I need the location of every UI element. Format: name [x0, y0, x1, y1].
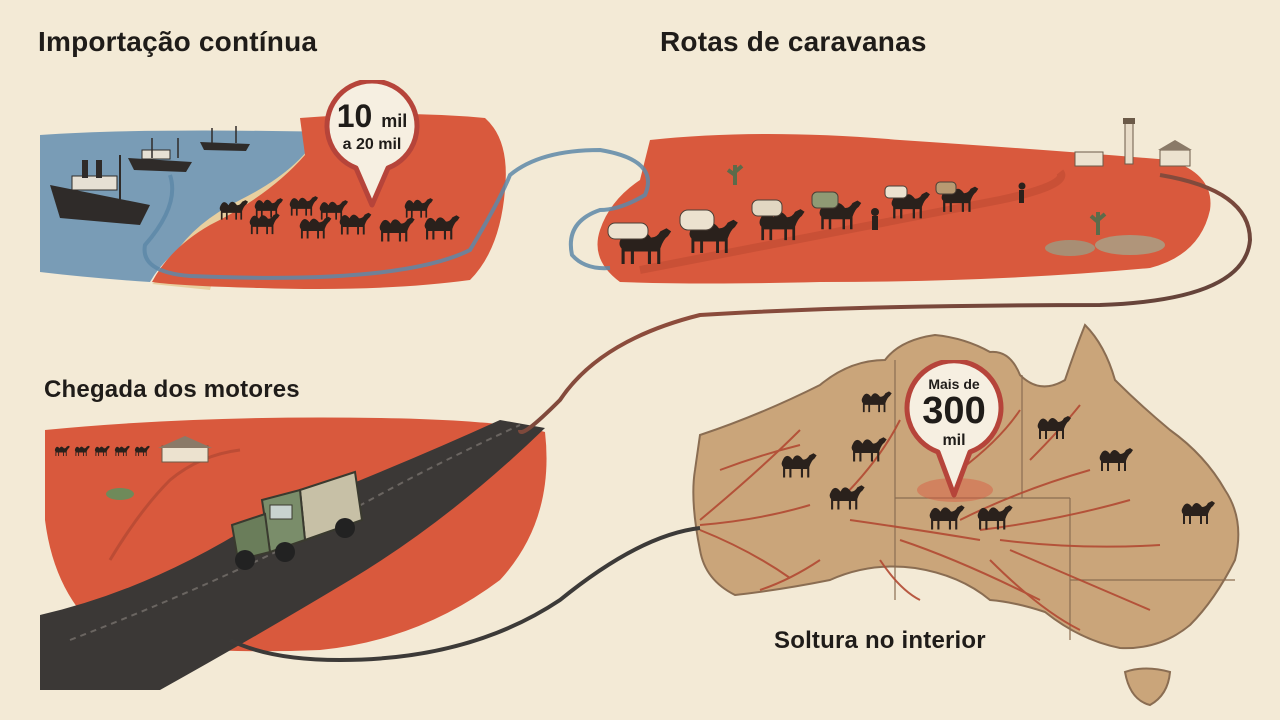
motors-scene	[40, 417, 547, 690]
state-borders	[894, 360, 1235, 640]
release-unit: mil	[942, 432, 966, 449]
route-connectors	[142, 147, 1253, 663]
import-range: a 20 mil	[342, 136, 402, 153]
caravan-scene	[597, 118, 1211, 284]
title-motors: Chegada dos motores	[44, 376, 300, 403]
import-value: 10	[336, 98, 373, 134]
road-tracks	[69, 424, 521, 641]
import-desert	[152, 114, 506, 289]
truck-icon	[230, 470, 364, 570]
lighthouse-icon	[1123, 118, 1135, 165]
import-scene	[40, 114, 506, 290]
farmhouse	[158, 436, 212, 463]
title-caravans: Rotas de caravanas	[660, 26, 927, 57]
caravan-to-map-line	[518, 173, 1253, 434]
sea	[40, 130, 330, 282]
map-pin-icon: 10 mil a 20 mil	[322, 80, 422, 210]
import-unit: mil	[381, 111, 408, 131]
ship-icon	[50, 155, 150, 225]
buildings	[1074, 140, 1192, 167]
release-value: 300	[922, 390, 986, 432]
ship-icon	[128, 138, 192, 172]
map-land	[692, 323, 1240, 650]
cactus-icon	[726, 164, 1107, 235]
motors-to-map-line	[229, 526, 701, 663]
caravan-trail	[639, 169, 1066, 274]
ship-icon	[200, 126, 250, 151]
tasmania	[1123, 667, 1172, 707]
sea-route-line	[142, 147, 650, 280]
camel-caravan	[607, 181, 1026, 264]
release-label: Mais de	[928, 376, 980, 392]
title-release: Soltura no interior	[774, 627, 986, 654]
title-import: Importação contínua	[38, 26, 318, 57]
map-pin-icon: Mais de 300 mil	[904, 360, 1004, 498]
